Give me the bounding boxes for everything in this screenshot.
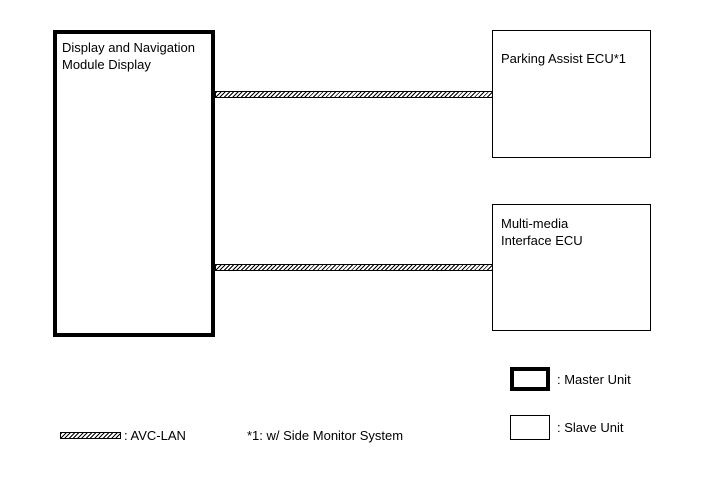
parking-assist-ecu-label: Parking Assist ECU*1 (501, 51, 626, 66)
display-navigation-module-box (53, 30, 215, 337)
parking-assist-ecu-box (492, 30, 651, 158)
legend-master-unit-symbol (510, 367, 550, 391)
legend-avc-lan-label: : AVC-LAN (124, 428, 186, 443)
avc-lan-line-parking-assist (215, 91, 493, 98)
legend-slave-unit-label: : Slave Unit (557, 420, 624, 435)
display-navigation-module-label: Display and Navigation Module Display (62, 40, 195, 72)
legend-master-unit-label: : Master Unit (557, 372, 631, 387)
avc-lan-line-multimedia-interface (215, 264, 493, 271)
legend-slave-unit-symbol (510, 415, 550, 440)
footnote: *1: w/ Side Monitor System (247, 428, 404, 443)
legend-avc-lan-symbol (60, 432, 121, 439)
multimedia-interface-ecu-label: Multi-media Interface ECU (501, 216, 583, 248)
multimedia-interface-ecu-box (492, 204, 651, 331)
